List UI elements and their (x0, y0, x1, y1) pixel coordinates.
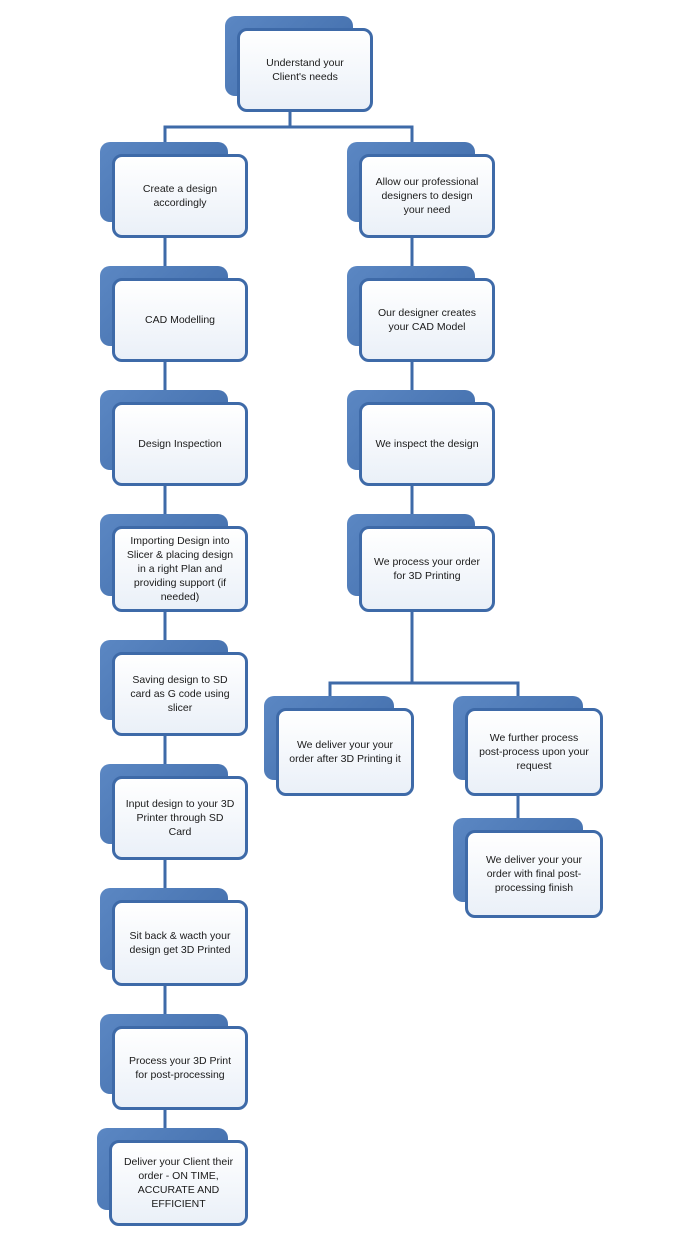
node-allow-designers: Allow our professional designers to desi… (347, 142, 497, 240)
node-create-design: Create a design accordingly (100, 142, 250, 240)
node-label: We deliver your your order with final po… (485, 854, 583, 894)
node-label: Saving design to SD card as G code using… (130, 674, 230, 714)
node-deliver-final: We deliver your your order with final po… (453, 818, 605, 920)
node-label: We process your order for 3D Printing (373, 556, 480, 582)
node-we-inspect: We inspect the design (347, 390, 497, 488)
node-label: We inspect the design (375, 438, 479, 450)
node-we-process: We process your order for 3D Printing (347, 514, 497, 614)
node-sit-back: Sit back & wacth your design get 3D Prin… (100, 888, 250, 988)
node-further-process: We further process post-process upon you… (453, 696, 605, 798)
node-understand-needs: Understand your Client's needs (225, 16, 375, 114)
node-cad-modelling: CAD Modelling (100, 266, 250, 364)
node-design-inspection: Design Inspection (100, 390, 250, 488)
node-import-slicer: Importing Design into Slicer & placing d… (100, 514, 250, 614)
node-process-print: Process your 3D Print for post-processin… (100, 1014, 250, 1112)
node-label: We deliver your your order after 3D Prin… (289, 739, 401, 765)
node-label: Deliver your Client their order - ON TIM… (123, 1156, 234, 1210)
node-label: We further process post-process upon you… (479, 732, 589, 772)
node-label: Process your 3D Print for post-processin… (128, 1055, 232, 1081)
node-label: Sit back & wacth your design get 3D Prin… (129, 930, 231, 956)
node-label: Importing Design into Slicer & placing d… (126, 535, 234, 603)
node-label: Our designer creates your CAD Model (377, 307, 477, 333)
node-label: Create a design accordingly (142, 183, 218, 209)
node-label: Understand your Client's needs (266, 57, 344, 83)
node-saving-sd: Saving design to SD card as G code using… (100, 640, 250, 738)
node-label: Input design to your 3D Printer through … (125, 798, 235, 838)
node-input-printer: Input design to your 3D Printer through … (100, 764, 250, 862)
node-designer-creates: Our designer creates your CAD Model (347, 266, 497, 364)
node-label: Allow our professional designers to desi… (375, 176, 479, 216)
node-label: Design Inspection (138, 438, 222, 450)
node-label: CAD Modelling (144, 314, 216, 326)
node-deliver-client: Deliver your Client their order - ON TIM… (97, 1128, 250, 1228)
node-we-deliver: We deliver your your order after 3D Prin… (264, 696, 416, 798)
